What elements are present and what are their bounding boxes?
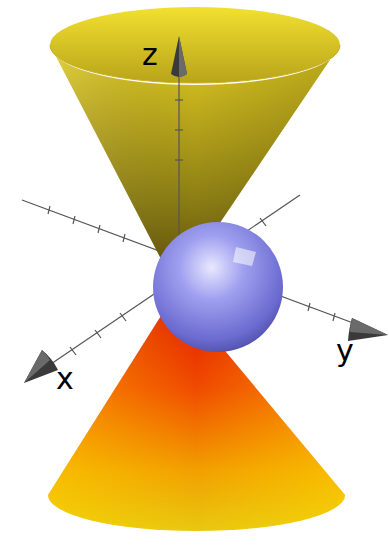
- axis-label: z: [142, 40, 158, 70]
- axis-label: y: [336, 336, 354, 366]
- axis-label: x: [56, 364, 74, 394]
